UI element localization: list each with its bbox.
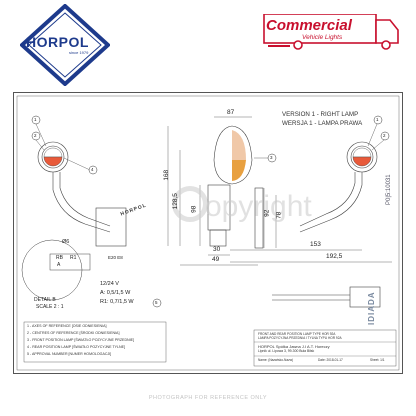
detail-approval-code: E20 E8 [108,255,123,260]
dim-92: 92 [263,209,271,217]
copyright-c-icon [172,186,208,222]
drawing-sheet [13,92,403,374]
dim-49: 49 [212,256,220,263]
callout-1-right: 1 [376,117,379,122]
detail-scale: SCALE 2 : 1 [36,304,64,310]
dim-30: 30 [213,246,221,253]
detail-label: DETAIL B [34,297,56,303]
copyright-watermark: opyright [205,190,312,223]
legend-item-3: 3 - FRONT POSITION LAMP [ŚWIATŁO POZYCYJ… [27,338,135,342]
dim-78: 78 [275,211,283,219]
callout-3-right: 3 [270,155,273,160]
detail-a-label: A [57,262,61,268]
callout-5-detail: 5 [155,300,158,305]
horpol-logo-text: HORPOL [26,34,89,50]
lamp-lenses [43,130,372,181]
title-block-drawn: Name: (Nazwisko-Nazw) [258,358,294,362]
title-block-name-pl: LAMPA POZYCYJNA PRZEDNIA I TYLNA TYPU HO… [258,336,342,340]
callout-1-left: 1 [34,117,37,122]
horpol-diamond-icon [19,3,111,87]
legend-item-4: 4 - REAR POSITION LAMP [ŚWIATŁO POZYCYJN… [27,345,126,349]
callout-4-left: 4 [91,167,94,172]
commercial-subtitle: Vehicle Lights [302,34,343,41]
spec-a-power: A: 0,5/1,5 W [100,290,131,296]
dim-diameter-6: Ø6 [62,239,70,245]
spec-voltage: 12/24 V [100,281,119,287]
truck-icon [263,13,399,50]
detail-rb-label: RB [56,255,63,261]
dim-98: 98 [190,205,198,213]
dim-153: 153 [310,241,321,248]
stamp-idiada: IDIADA [367,291,376,325]
title-block-name-en: FRONT AND REAR POSITION LAMP TYPE HOR 92… [258,332,336,336]
spec-r1-power: R1: 0,7/1,5 W [100,299,134,305]
dim-192-5: 192,5 [326,253,343,260]
horpol-logo[interactable]: HORPOL since 1979 [19,3,111,87]
legend-item-2: 2 - CENTRES OF REFERENCE [ŚRODKI ODNIESI… [27,331,120,335]
callout-2-left: 2 [34,133,37,138]
title-block-date: Date: 2018-01-17 [318,358,343,362]
title-block-company: HORPOL Spółka Jawna J.I A.T. Horeczy [258,344,330,349]
dim-128-5: 128,5 [171,193,179,210]
version-title-en: VERSION 1 - RIGHT LAMP [282,111,359,118]
title-block-sheet: Sheet: 1/1 [370,358,385,362]
footer-disclaimer: PHOTOGRAPH FOR REFERENCE ONLY [148,395,268,401]
legend-item-5: 5 - APPROVAL NUMBER [NUMER HOMOLOGACJI] [27,352,112,356]
drawing-code-vertical: P0|5:10031 [386,174,392,205]
commercial-vehicle-lights-logo[interactable]: Commercial Vehicle Lights [258,13,408,66]
dim-87: 87 [227,109,235,116]
legend-item-1: 1 - AXES OF REFERENCE [OSIE ODNIESIENIA] [27,324,107,328]
commercial-title: Commercial [266,17,352,34]
horpol-since-text: since 1979 [69,50,89,55]
version-title-pl: WERSJA 1 - LAMPA PRAWA [282,120,363,127]
callout-2-right: 2 [383,133,386,138]
dim-168: 168 [163,169,171,181]
title-block-address: Lipnik ul. Lipowa 3, 99-300 Buła Biłsk [258,349,315,353]
detail-r1-label: R1 [70,255,77,261]
